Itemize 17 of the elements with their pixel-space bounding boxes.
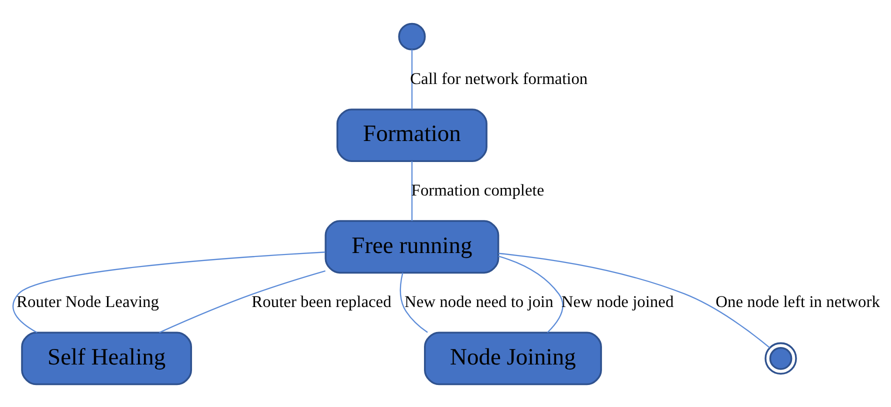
node-bullseye xyxy=(764,342,797,374)
connector xyxy=(159,270,326,333)
node-circle xyxy=(398,22,426,50)
edge-label: New node joined xyxy=(561,292,674,311)
connector xyxy=(498,255,564,332)
node-box: Self Healing xyxy=(21,331,192,385)
node-box: Node Joining xyxy=(424,331,602,385)
edge-label: Router been replaced xyxy=(252,292,392,311)
connector xyxy=(12,251,326,333)
edge-label: One node left in network xyxy=(716,292,880,311)
edge-label: Router Node Leaving xyxy=(16,292,159,311)
edge-label: New node need to join xyxy=(404,292,554,311)
node-box: Formation xyxy=(336,108,488,162)
connector xyxy=(498,252,770,348)
node-box: Free running xyxy=(324,220,500,274)
connector xyxy=(400,272,428,332)
connector xyxy=(411,160,413,220)
